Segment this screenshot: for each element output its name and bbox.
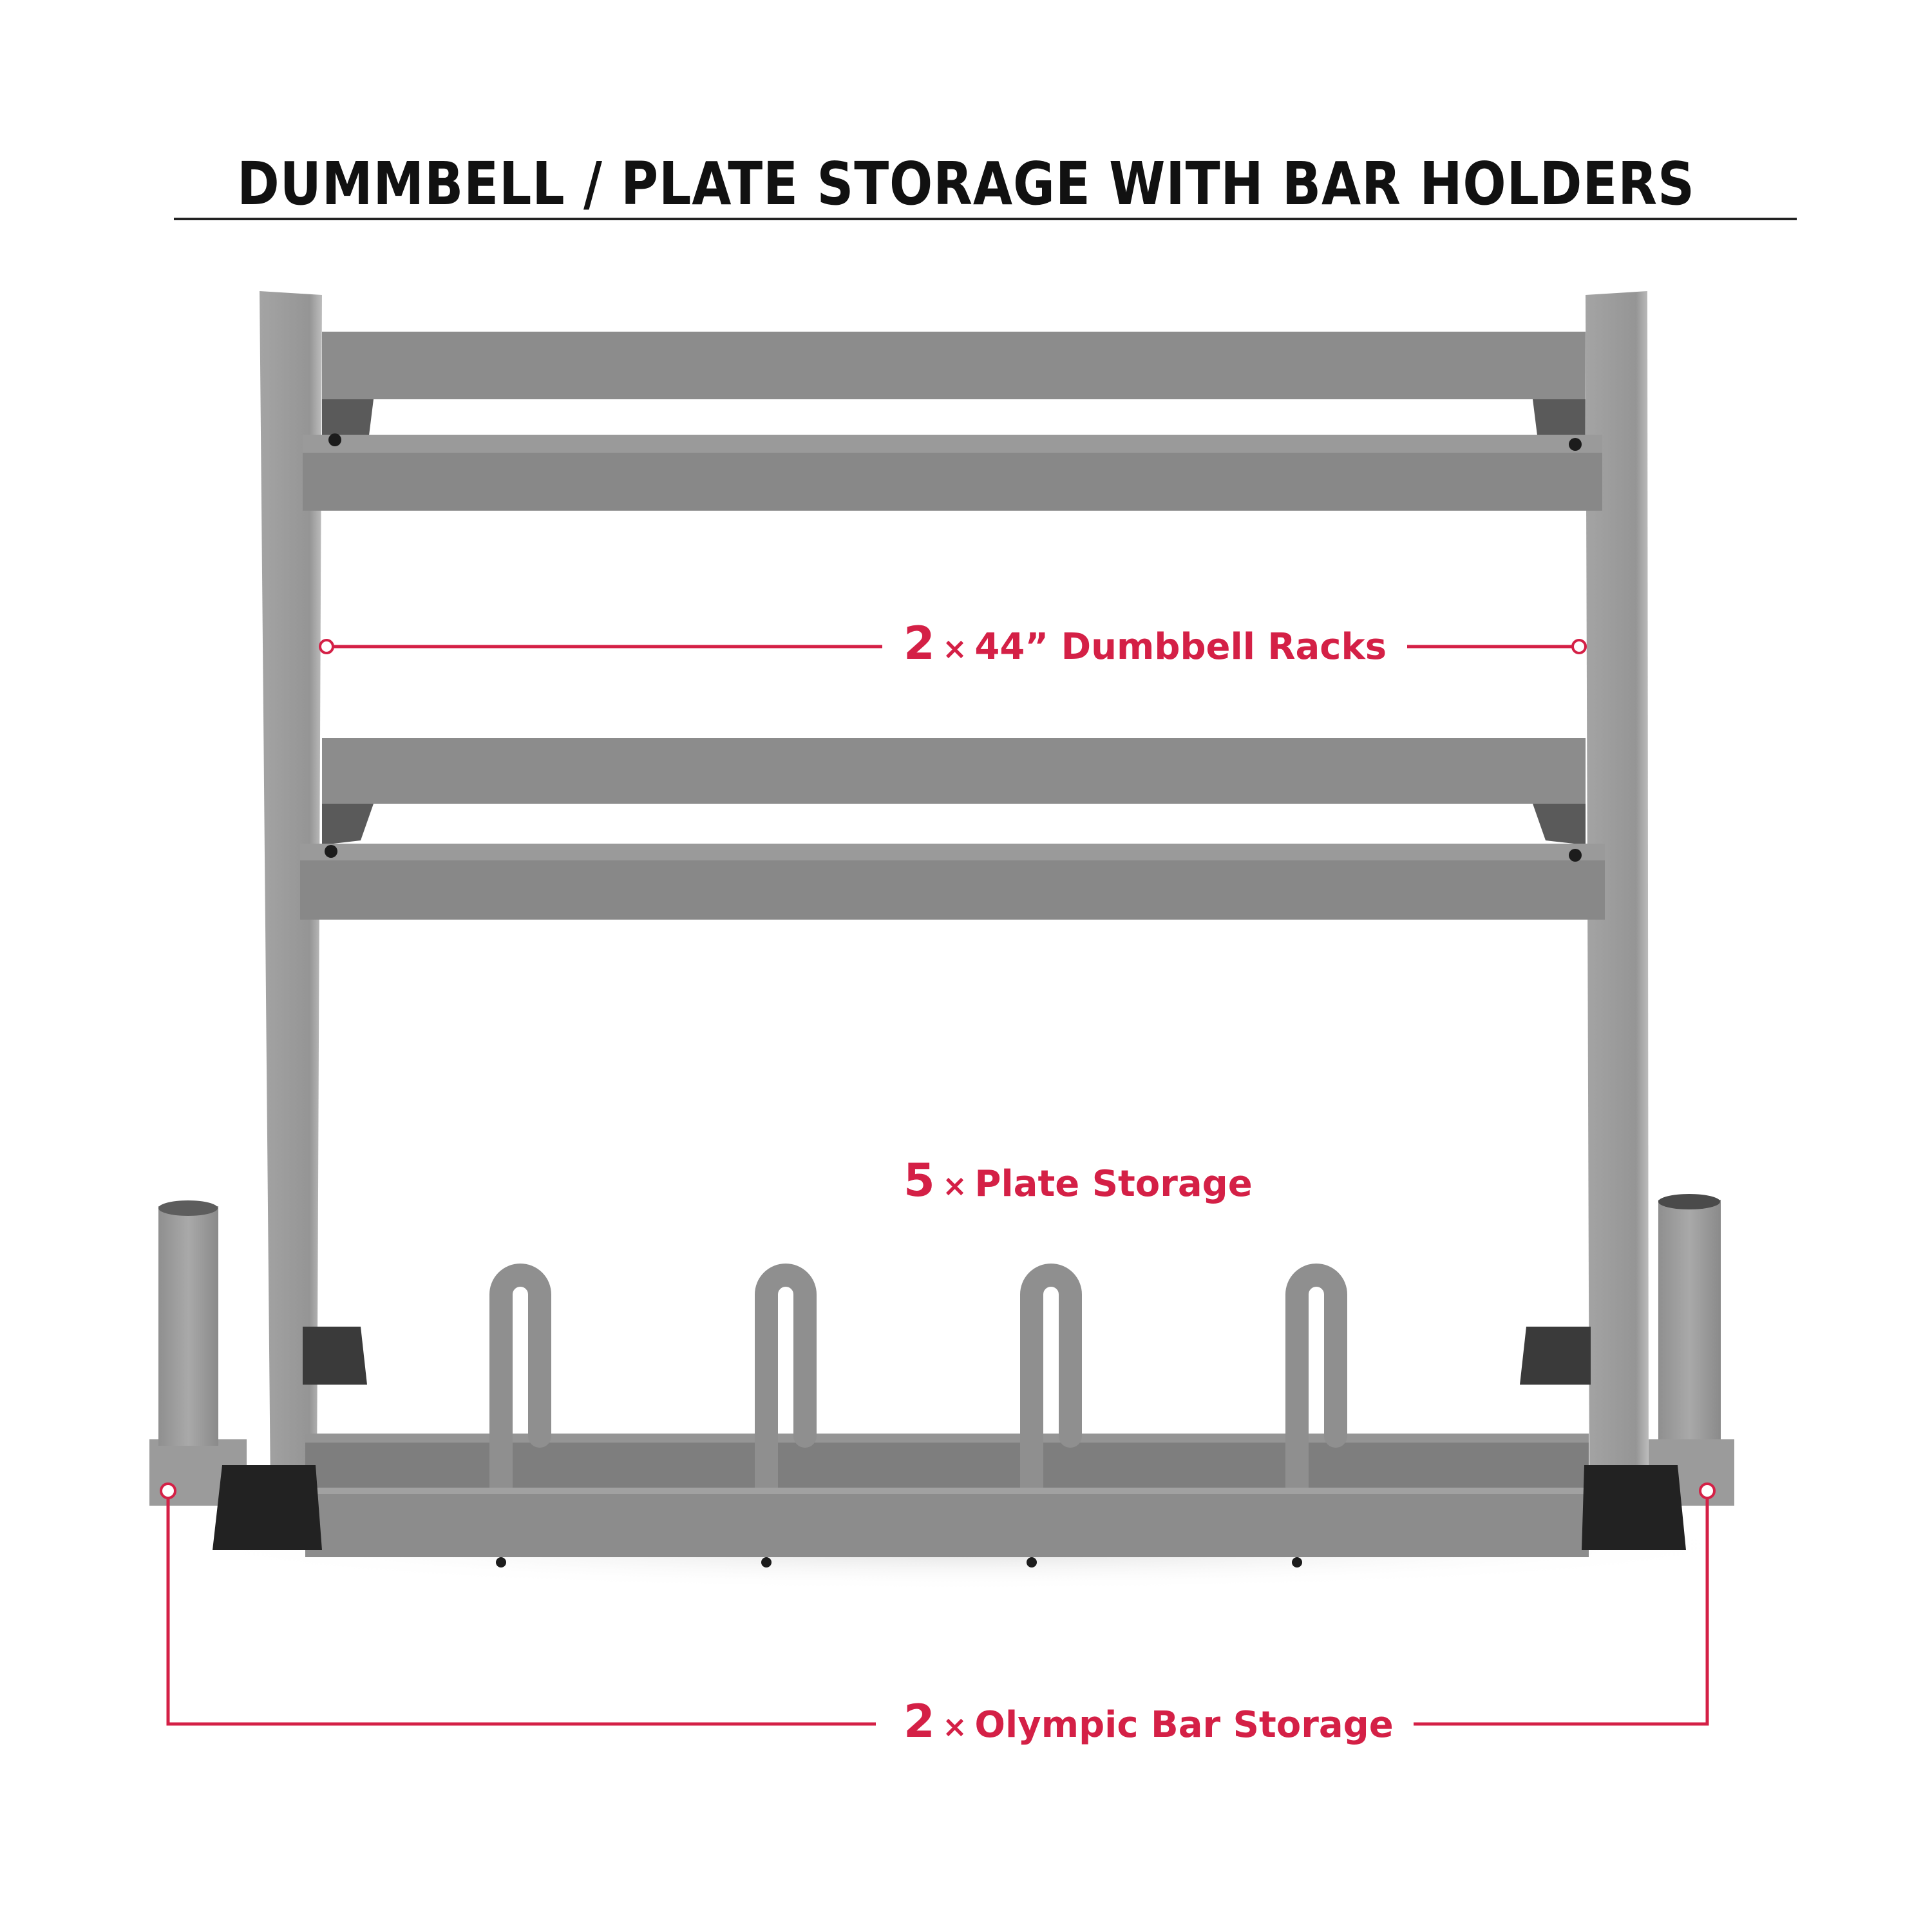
- callout-dot-icon: [160, 1482, 1716, 1499]
- right-upright: [1586, 291, 1649, 1489]
- plate-hoop-icon: [489, 1264, 1347, 1531]
- dumbbell-rack-shelf-icon: [300, 738, 1605, 920]
- bar-callout-lines: [166, 1497, 1709, 1726]
- page-title: DUMMBELL / PLATE STORAGE WITH BAR HOLDER…: [237, 149, 1695, 218]
- olympic-bar-storage-count: 2: [904, 1695, 935, 1748]
- dumbbell-rack-shelf-icon: [303, 332, 1602, 511]
- rubber-foot-icon: [303, 1327, 1591, 1385]
- olympic-bar-tube-icon: [1649, 1194, 1734, 1506]
- title-underline: [174, 218, 1797, 220]
- times-sign: ×: [942, 631, 967, 666]
- left-upright: [260, 291, 322, 1489]
- olympic-bar-storage-text: Olympic Bar Storage: [974, 1704, 1394, 1746]
- olympic-bar-tube-icon: [149, 1200, 247, 1506]
- callout-dot-icon: [319, 639, 1587, 654]
- rubber-foot-icon: [213, 1465, 1686, 1550]
- dumbbell-racks-callout: 2 × 44” Dumbbell Racks: [904, 617, 1387, 670]
- plate-storage-count: 5: [904, 1154, 935, 1207]
- dumbbell-racks-count: 2: [904, 617, 935, 670]
- olympic-bar-storage-callout: 2 × Olympic Bar Storage: [904, 1695, 1394, 1748]
- plate-storage-callout: 5 × Plate Storage: [904, 1154, 1253, 1207]
- times-sign: ×: [942, 1709, 967, 1744]
- plate-storage-text: Plate Storage: [974, 1163, 1253, 1205]
- times-sign: ×: [942, 1168, 967, 1203]
- dumbbell-racks-text: 44” Dumbbell Racks: [974, 626, 1387, 668]
